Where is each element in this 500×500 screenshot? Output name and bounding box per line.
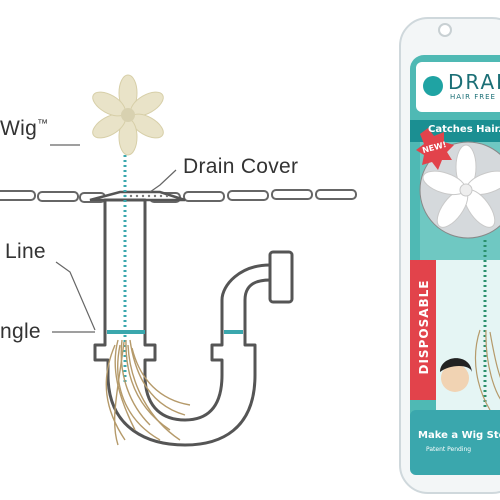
package-strapline: Catches Hair. Pre — [428, 124, 500, 135]
trademark-symbol: ™ — [37, 118, 49, 130]
leader-lines — [50, 144, 177, 333]
flower-icon — [92, 74, 164, 156]
package-tagline-top: HAIR FREE — [450, 93, 496, 101]
wig-label: Wig™ — [0, 117, 48, 141]
drain-cover-label: Drain Cover — [183, 155, 299, 178]
water-line-label: Line — [5, 240, 46, 263]
new-badge-burst — [416, 128, 454, 170]
package-patent: Patent Pending — [426, 446, 472, 453]
drain-cover-graphic — [89, 190, 186, 202]
p-trap-pipe — [93, 198, 294, 447]
angle-label: ngle — [0, 320, 41, 343]
hair-clump — [105, 339, 191, 446]
product-package — [399, 17, 500, 494]
package-bottom-text: Make a Wig Sto — [418, 430, 500, 441]
disposable-banner: DISPOSABLE — [417, 279, 431, 375]
package-brand: DRAI — [448, 70, 500, 94]
wig-label-text: Wig — [0, 117, 38, 140]
